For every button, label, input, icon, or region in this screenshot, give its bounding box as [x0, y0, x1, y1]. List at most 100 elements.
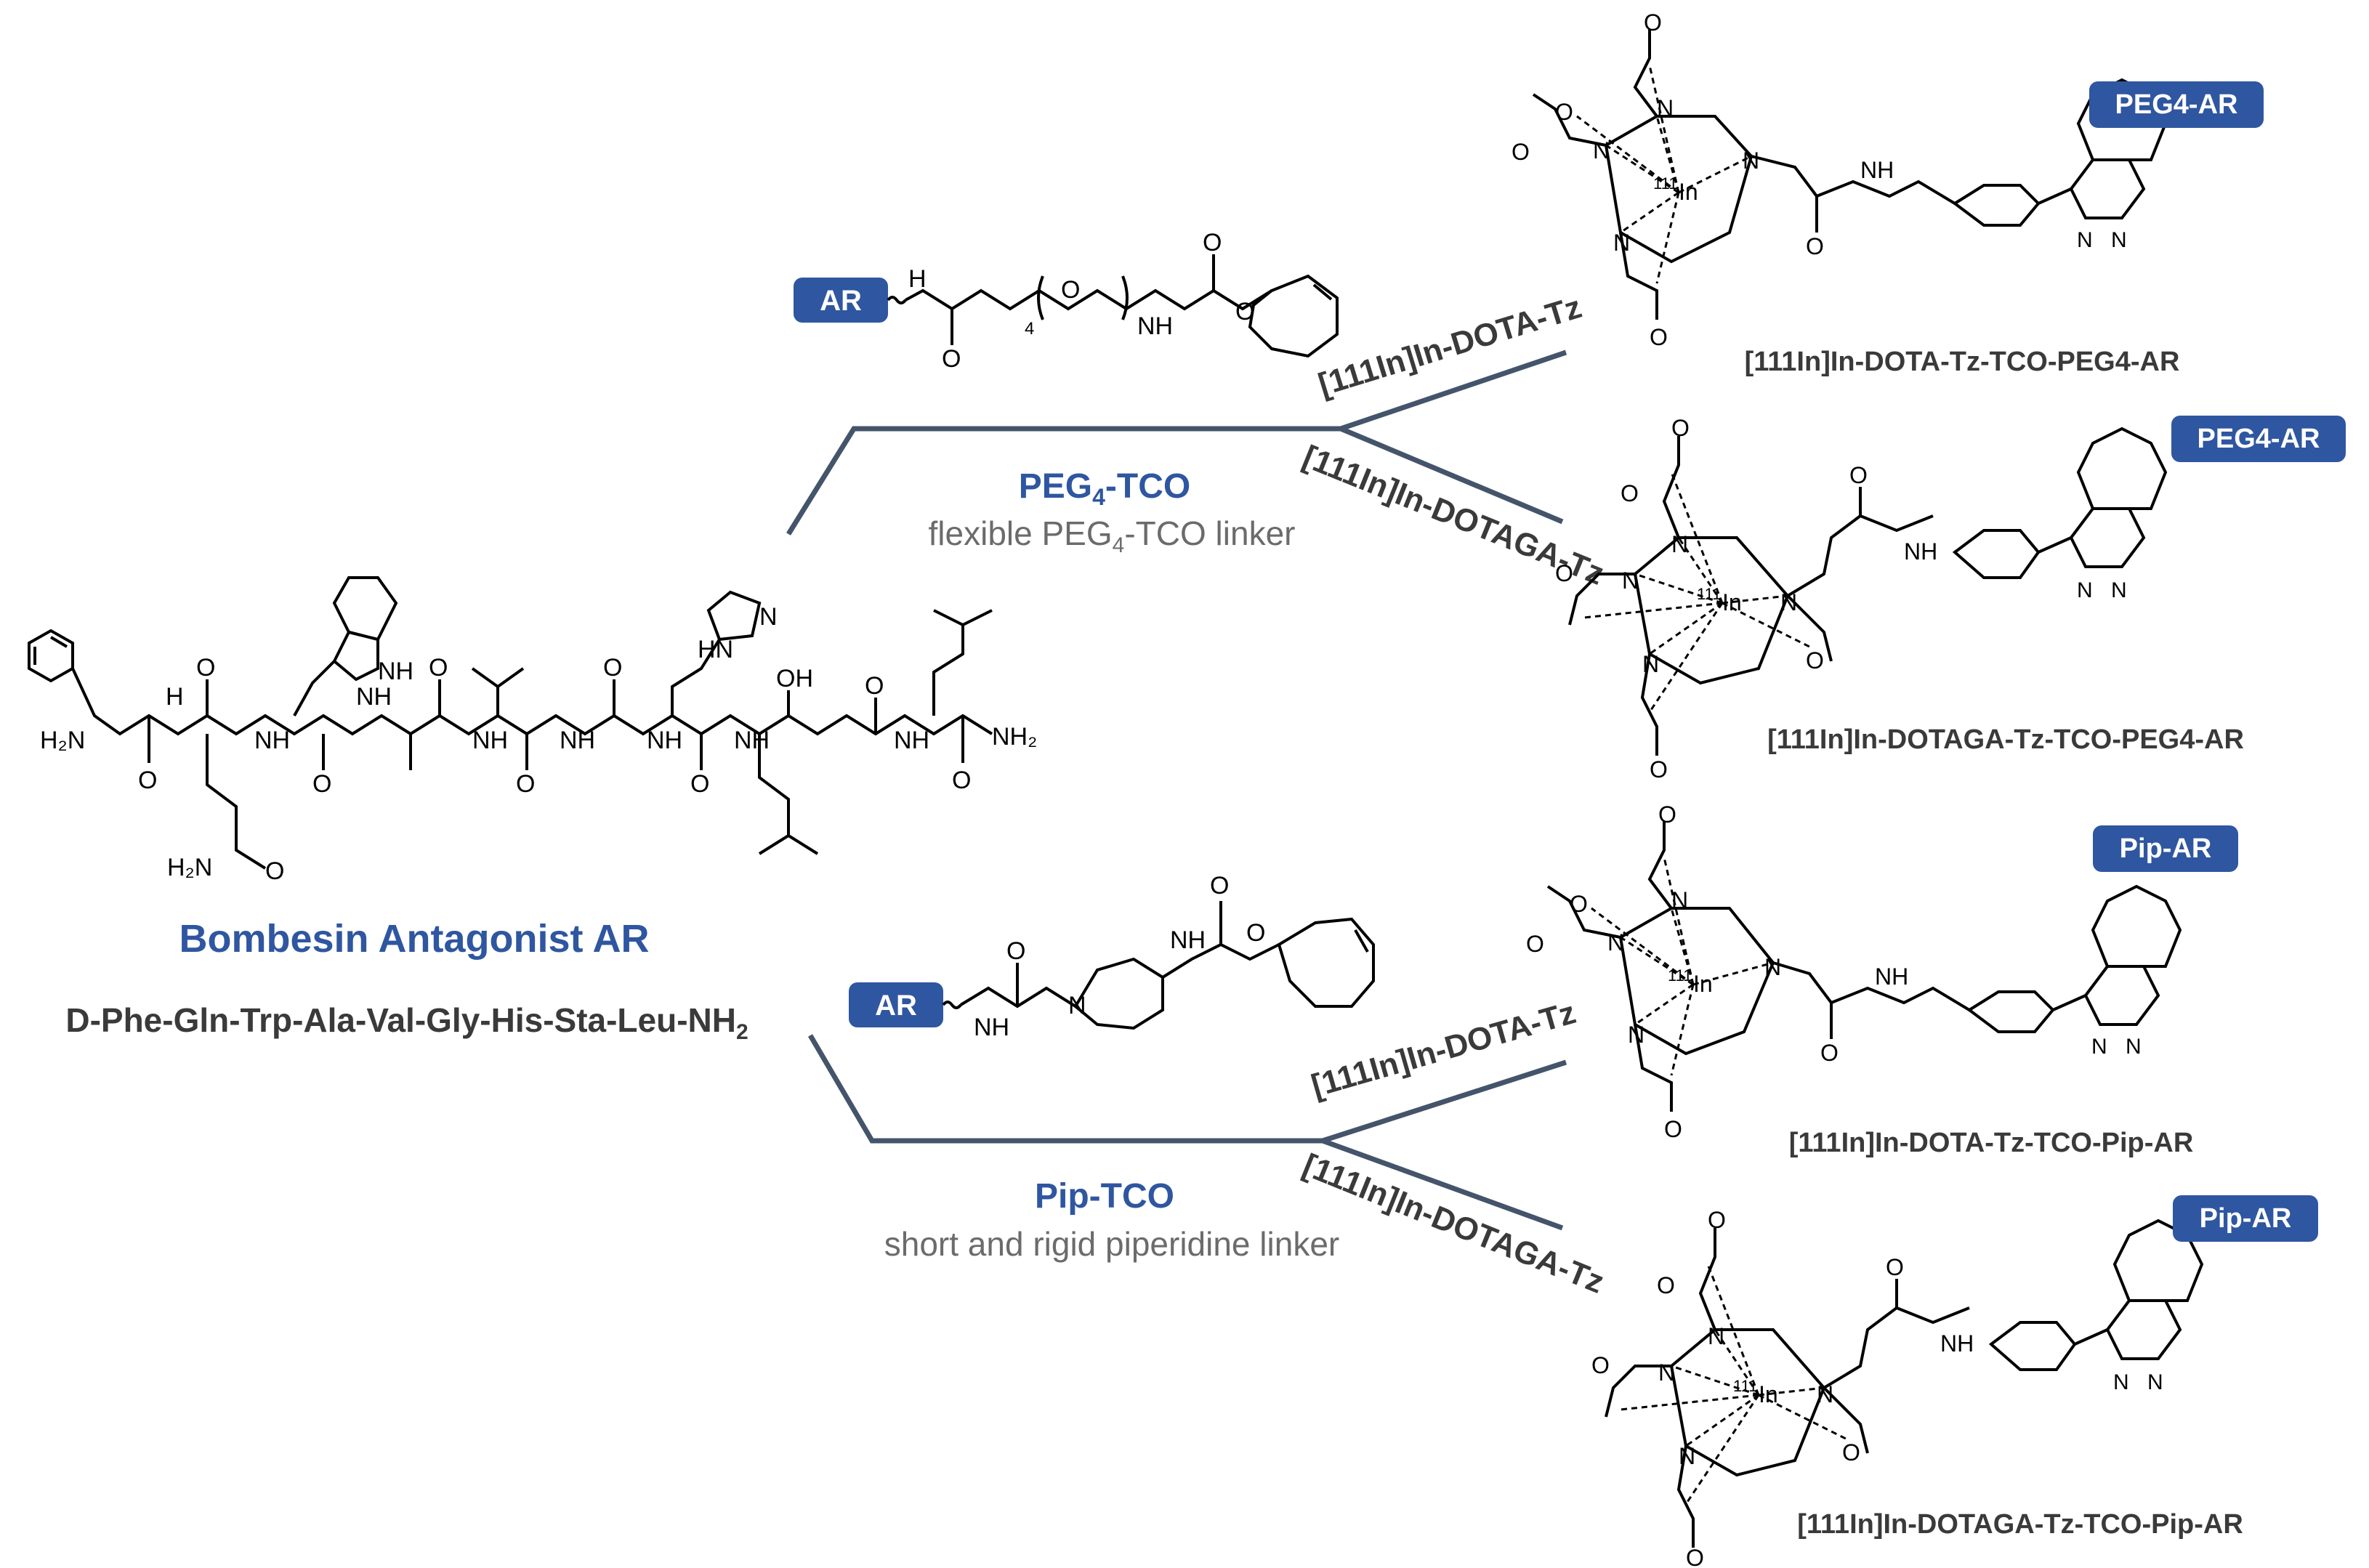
- gln-side-chain: [206, 734, 267, 870]
- svg-text:[111In]In-DOTAGA-Tz: [111In]In-DOTAGA-Tz: [1298, 1147, 1609, 1301]
- nh-label: NH: [1860, 157, 1894, 183]
- ar-badge-peg-text: AR: [820, 285, 862, 317]
- benzene-ring: [1966, 990, 2055, 1033]
- nh-label: NH: [1904, 538, 1937, 565]
- pyridazine-ring: [2105, 1299, 2182, 1360]
- imidazole-n-label: N: [759, 603, 778, 631]
- product-1-badge-text: PEG4-AR: [2115, 89, 2238, 120]
- pyridazine-ring: [2069, 507, 2146, 568]
- o-label: O: [516, 770, 535, 798]
- product-2-badge: [2171, 416, 2346, 462]
- o-label: O: [603, 654, 622, 682]
- n-label: N: [2113, 1370, 2129, 1394]
- nh-label: NH: [1170, 926, 1206, 954]
- o-label: O: [942, 345, 961, 373]
- dota-chelate: O O O O N N N N 111 In: [1526, 801, 1833, 1142]
- cyclooctane-ring: [2076, 427, 2168, 510]
- imidazole-ring: [706, 590, 762, 642]
- macrocycle-ring: [1669, 1328, 1826, 1477]
- benzene-ring: [1952, 184, 2041, 227]
- ar-badge-pip: [849, 982, 943, 1027]
- pip-tco-title: Pip-TCO: [1035, 1177, 1174, 1216]
- piperidine-ring: [1073, 957, 1164, 1030]
- product-2-name: [111In]In-DOTAGA-Tz-TCO-PEG4-AR: [1767, 724, 2244, 755]
- product-3-structure: O O O O N N N N 111 In O NH N N Pip-AR […: [1526, 801, 2238, 1158]
- ar-badge-pip-text: AR: [875, 990, 917, 1022]
- pyridazine-ring: [2083, 965, 2160, 1026]
- o-label: O: [1644, 9, 1662, 36]
- product-1-structure: O O O O N N N N 111 In O NH N N PEG4-AR …: [1512, 9, 2264, 377]
- benzene-ring: [1952, 529, 2041, 579]
- nh-label: NH: [1940, 1330, 1974, 1357]
- svg-text:[111In]In-DOTA-Tz: [111In]In-DOTA-Tz: [1315, 289, 1586, 403]
- o-label: O: [1591, 1352, 1610, 1378]
- dotaga-chelate: O O O O O N N N N 111 In: [1591, 1207, 1898, 1568]
- n-label: N: [2077, 228, 2093, 252]
- n-label: N: [1613, 230, 1630, 256]
- reagent-dotaga-tz-text: [111In]In-DOTAGA-Tz: [1298, 1147, 1609, 1301]
- peptide-sequence: D-Phe-Gln-Trp-Ala-Val-Gly-His-Sta-Leu-NH…: [65, 1001, 748, 1044]
- cyclooctane-ring: [2091, 884, 2182, 968]
- product-3-badge: [2093, 825, 2238, 872]
- product-4-badge: [2173, 1195, 2318, 1242]
- nh-label: NH: [894, 727, 929, 754]
- n-label: N: [1743, 147, 1759, 174]
- o-label: O: [312, 770, 331, 798]
- indium-label: In: [1679, 179, 1698, 205]
- o-label: O: [1061, 276, 1080, 304]
- product-1-name: [111In]In-DOTA-Tz-TCO-PEG4-AR: [1745, 347, 2180, 377]
- o-label: O: [865, 672, 884, 700]
- bombesin-peptide-structure: H₂N H O O NH NH NH H₂N O O O NH O NH O N…: [28, 576, 1037, 1044]
- n-label: N: [1593, 137, 1610, 163]
- o-label: O: [265, 857, 284, 885]
- product-3-name: [111In]In-DOTA-Tz-TCO-Pip-AR: [1789, 1128, 2194, 1158]
- repeat-count-label: 4: [1025, 319, 1034, 339]
- tco-ring-peg: [1248, 274, 1339, 358]
- n-label: N: [1068, 992, 1086, 1019]
- o-label: O: [1006, 937, 1025, 965]
- branch-lines: [786, 349, 1567, 1231]
- branch-line-pip-lower: [1321, 1138, 1564, 1231]
- n-label: N: [1671, 531, 1688, 557]
- reagent-dota-tz-text: [111In]In-DOTA-Tz: [1315, 289, 1586, 403]
- val-side-chain: [471, 667, 499, 716]
- o-label: O: [1210, 872, 1229, 900]
- nh-label: NH: [1875, 963, 1908, 990]
- product-3-badge-text: Pip-AR: [2120, 833, 2212, 864]
- o-label: O: [1820, 1040, 1839, 1066]
- nh-label: NH: [647, 727, 682, 754]
- pip-tco-linker-structure: AR NH O N NH O O: [849, 872, 1375, 1041]
- n-label: N: [1628, 1022, 1644, 1048]
- o-label: O: [1708, 1207, 1726, 1233]
- peg-tco-description: flexible PEG4-TCO linker: [929, 514, 1296, 557]
- indole-6-ring: [332, 576, 398, 642]
- oh-label: OH: [776, 665, 813, 692]
- o-label: O: [1621, 480, 1639, 506]
- o-label: O: [1246, 919, 1265, 947]
- o-label: O: [1849, 462, 1868, 488]
- trp-side-chain: [293, 660, 336, 716]
- indium-label: In: [1722, 589, 1742, 615]
- n-label: N: [1817, 1381, 1833, 1407]
- indium-label: In: [1759, 1381, 1778, 1407]
- n-label: N: [2147, 1370, 2163, 1394]
- n-label: N: [1671, 887, 1688, 913]
- pyridazine-ring: [2069, 158, 2146, 219]
- peg-linker-caption: PEG4-TCO flexible PEG4-TCO linker: [929, 467, 1296, 557]
- n-label: N: [1679, 1443, 1695, 1469]
- svg-text:[111In]In-DOTA-Tz: [111In]In-DOTA-Tz: [1307, 995, 1580, 1104]
- nh-label: NH: [974, 1014, 1009, 1041]
- branch-line-pip-upper: [807, 1034, 1567, 1144]
- o-label: O: [1664, 1116, 1682, 1142]
- reagent-dota-tz-text: [111In]In-DOTA-Tz: [1307, 995, 1580, 1104]
- n-label: N: [1642, 651, 1659, 677]
- isotope-label: 111: [1653, 174, 1677, 193]
- o-label: O: [1806, 647, 1824, 674]
- o-label: O: [1555, 560, 1573, 586]
- n-label: N: [2126, 1035, 2142, 1059]
- pip-tco-description: short and rigid piperidine linker: [884, 1225, 1339, 1263]
- o-label: O: [1806, 233, 1824, 259]
- o-label: O: [1886, 1254, 1904, 1280]
- o-label: O: [1671, 415, 1690, 441]
- dota-chelate: O O O O N N N N 111 In: [1512, 9, 1818, 350]
